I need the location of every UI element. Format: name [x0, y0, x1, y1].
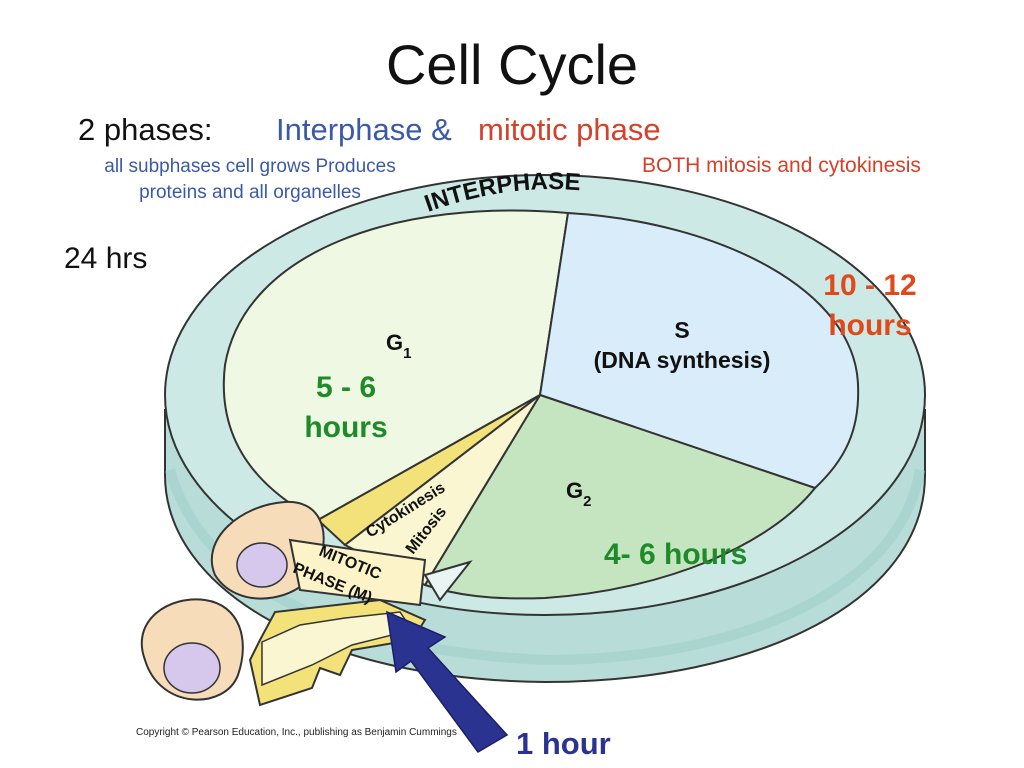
- g2-sector: [423, 393, 817, 600]
- s-sector: [538, 211, 860, 490]
- s-phase-duration: 10 - 12 hours: [823, 269, 917, 342]
- mitotic-phase-duration: 1 hour: [516, 726, 611, 761]
- dna-synthesis-label: (DNA synthesis): [594, 347, 771, 373]
- lower-cell-nucleus: [163, 642, 221, 694]
- g2-phase-duration: 4- 6 hours: [604, 538, 748, 571]
- g1-phase-duration: 5 - 6 hours: [304, 371, 388, 444]
- g2-label: G2: [566, 478, 591, 510]
- mitotic-phase-wedge: [288, 538, 427, 607]
- phases-label: 2 phases:: [78, 112, 213, 147]
- copyright-notice: Copyright © Pearson Education, Inc., pub…: [136, 727, 457, 738]
- total-duration: 24 hrs: [64, 242, 148, 275]
- mitotic-phase-heading: mitotic phase: [478, 112, 661, 147]
- s-label: S: [674, 317, 689, 343]
- g1-label: G1: [386, 330, 411, 362]
- upper-cell-nucleus: [236, 542, 288, 588]
- mitotic-phase-pointer-arrow: [386, 610, 509, 753]
- interphase-heading: Interphase &: [276, 112, 452, 147]
- g1-sector: [222, 209, 570, 522]
- return-arrow-head: [423, 560, 473, 602]
- mitotic-phase-description: BOTH mitosis and cytokinesis: [642, 154, 921, 177]
- page-title: Cell Cycle: [385, 33, 639, 96]
- interphase-description: all subphases cell grows Produces protei…: [104, 156, 396, 203]
